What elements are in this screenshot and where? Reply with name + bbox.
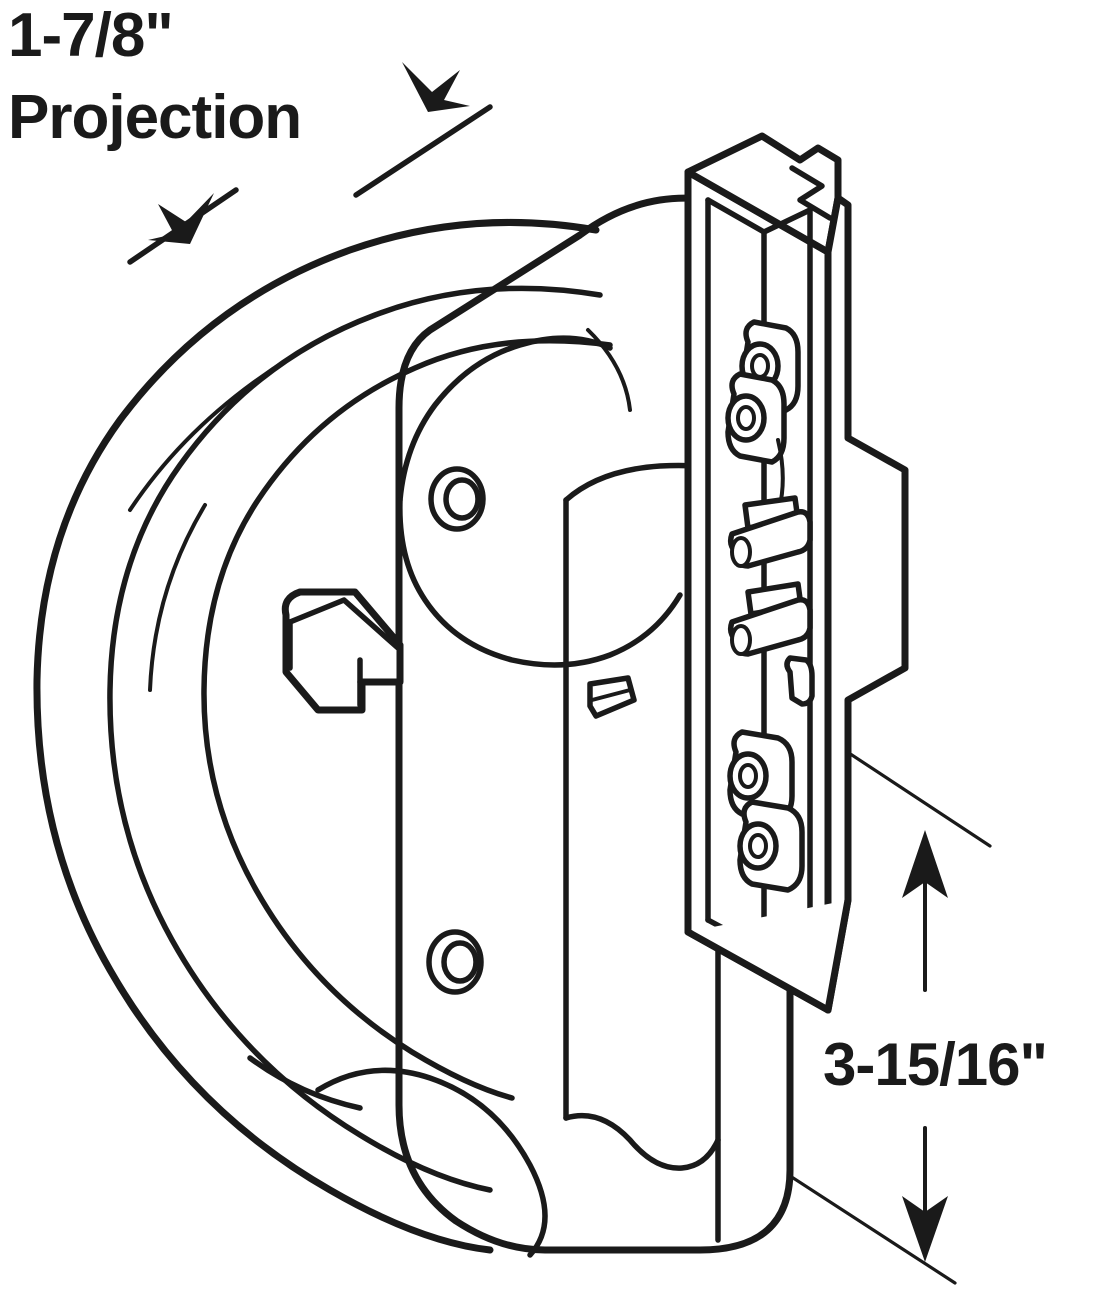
hole-spacing-value-text: 3-15/16" [823, 1031, 1047, 1098]
handle-face-bottom-notch [563, 1112, 721, 1171]
projection-value-text: 1-7/8" [8, 1, 173, 70]
threaded-boss-lower-1 [727, 729, 795, 823]
spacing-arrow-down [902, 1126, 948, 1262]
lower-screw-hole-inner [441, 940, 479, 984]
pin-middle-4 [727, 596, 813, 657]
projection-arrow-upper-shaft [353, 104, 493, 198]
hole-spacing-dimension-group: 3-15/16" [823, 830, 1048, 1262]
handle-upper-lobe [397, 335, 613, 503]
projection-arrow-upper [353, 62, 493, 198]
boss-upper-2-bore [736, 405, 756, 431]
spacing-arrow-down-head [902, 1196, 948, 1262]
handle-grip-outer-curve [33, 219, 600, 1254]
handle-edge-tab-body [587, 675, 637, 719]
pin-middle-2 [727, 508, 813, 569]
projection-arrow-upper-head [402, 62, 470, 112]
threaded-boss-lower-2 [737, 799, 805, 893]
handle-bottom-left-sweep [247, 1055, 363, 1111]
plate-bottom-face [684, 896, 852, 1014]
handle-edge-tab-fold [590, 688, 632, 702]
boss-lower-2-bore [748, 833, 768, 859]
upper-screw-hole-inner [443, 477, 481, 521]
projection-label-text: Projection [8, 83, 301, 152]
upper-screw-hole [428, 466, 486, 532]
plate-pocket-top-edge [705, 197, 813, 235]
handle-edge-tab [587, 675, 637, 719]
boss-upper-1-bore [750, 353, 770, 379]
plate-top-notch [789, 165, 833, 221]
handle-hook-highlight [586, 328, 632, 412]
lower-screw-hole [426, 929, 484, 995]
threaded-boss-upper-2 [725, 371, 787, 465]
thumb-latch-top-fold [287, 597, 401, 651]
pin-stub-lower [784, 655, 815, 707]
projection-arrow-lower-head [148, 193, 214, 244]
projection-arrow-lower [127, 187, 239, 265]
pin-stub-lower-body [784, 655, 815, 707]
handle-grip-mid-curve [107, 285, 603, 1193]
boss-lower-1-bore [738, 763, 758, 789]
spacing-arrow-up [902, 830, 948, 992]
spacing-arrow-up-head [902, 830, 948, 898]
handle-highlight-arc-upper [128, 356, 292, 512]
handle-bottom-lobe [315, 1067, 548, 1258]
pin-middle-4-end-face [730, 624, 752, 656]
pin-middle-2-end-face [730, 536, 752, 568]
handle-grip-inner-curve [201, 338, 613, 1101]
thumb-latch-lever[interactable] [281, 588, 404, 714]
projection-dimension-group: 1-7/8" Projection [8, 1, 493, 265]
handle-highlight-arc-mid [148, 503, 207, 692]
handle-hook-underside [397, 497, 683, 668]
interior-mounting-plate-part [684, 132, 909, 1014]
